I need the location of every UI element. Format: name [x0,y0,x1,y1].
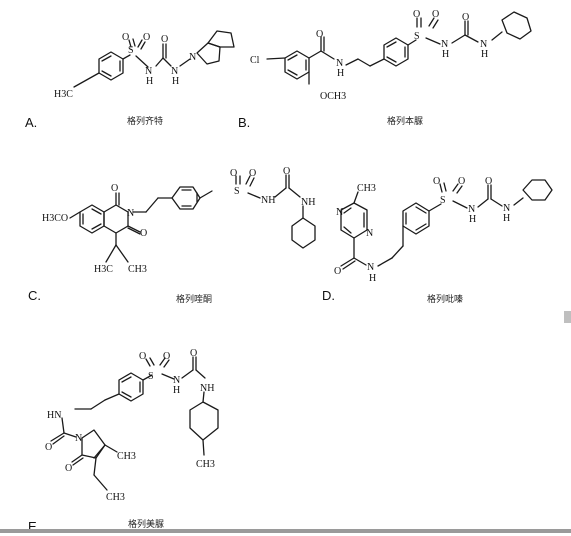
compound-b-letter: B. [238,115,251,130]
pyrazine-ring-d [340,202,368,239]
compound-c-letter: C. [28,288,41,303]
atom-ch3-c: CH3 [128,264,147,275]
structure-d: CH3 N N O N H S O O N [334,176,553,284]
bottom-divider [0,529,571,533]
atom-n-e2: N [75,433,82,444]
atom-nh-e: NH [200,383,214,394]
atom-h3c-a: H3C [54,89,73,100]
atom-o-b3: O [432,9,439,20]
atom-ch3-d: CH3 [357,183,376,194]
cyclohexane-ring-e [189,401,219,441]
structure-b: Cl O N H OCH3 S O O N H O N H [250,9,532,102]
cyclohexane-ring-b [501,11,532,40]
atom-och3-b: OCH3 [320,91,346,102]
atom-ch3-e3: CH3 [106,492,125,503]
atom-hn-e: HN [47,410,61,421]
structure-e: S O O N H O NH CH3 HN O N O CH3 CH3 [45,348,219,503]
atom-s-a: S [128,45,134,56]
atom-o-d3: O [458,176,465,187]
atom-o-c1: O [111,183,118,194]
atom-o-b1: O [316,29,323,40]
atom-nh-c1: NH [261,195,275,206]
atom-ch3-e1: CH3 [196,459,215,470]
structure-c: H3CO O O N H3C CH3 [42,166,316,275]
atom-n-d4: N [468,204,475,215]
cyclohexane-ring-d [522,179,553,201]
atom-o-c2: O [140,228,147,239]
atom-o-c3: O [230,168,237,179]
atom-o-c5: O [283,166,290,177]
atom-o-a2: O [143,32,150,43]
compound-d-letter: D. [322,288,335,303]
atom-o-d4: O [485,176,492,187]
compound-a-letter: A. [25,115,38,130]
atom-n-a3: N [189,52,196,63]
atom-n-b1: N [336,58,343,69]
atom-h-a2: H [172,76,179,87]
atom-n-b2: N [441,39,448,50]
atom-h3c-c: H3C [94,264,113,275]
atom-n-e1: N [173,375,180,386]
atom-o-d2: O [433,176,440,187]
atom-nh-c2: NH [301,197,315,208]
compound-d-name: 格列吡嗪 [426,295,464,305]
compound-a-name: 格列齐特 [126,117,164,127]
atom-h-d3: H [503,213,510,224]
atom-n-c1: N [127,208,134,219]
atom-o-e5: O [65,463,72,474]
atom-ch3-e2: CH3 [117,451,136,462]
atom-n-a2: N [171,66,178,77]
atom-o-e4: O [45,442,52,453]
pyrrolidine-ring-a [196,42,221,65]
atom-o-d1: O [334,266,341,277]
atom-n-d2: N [366,228,373,239]
cyclopentane-ring-a [207,30,235,48]
cyclohexane-ring-c [291,217,316,249]
pyrrolinone-ring-e [81,429,106,459]
atom-o-e2: O [163,351,170,362]
atom-s-d: S [440,195,446,206]
atom-h-d1: H [369,273,376,284]
atom-o-e3: O [190,348,197,359]
atom-n-b3: N [480,39,487,50]
benzene-ring-b [383,37,409,67]
lactam-ring-c [103,204,129,234]
atom-o-a3: O [161,34,168,45]
atom-cl-b: Cl [250,55,260,66]
atom-n-d3: N [367,262,374,273]
compound-c-name: 格列喹酮 [175,295,213,305]
atom-n-d1: N [336,207,343,218]
atom-o-b4: O [462,12,469,23]
compound-e-name: 格列美脲 [127,520,165,530]
atom-s-e: S [148,371,154,382]
atom-n-a1: N [145,66,152,77]
atom-h-b2: H [442,49,449,60]
compound-b-name: 格列本脲 [386,117,424,127]
atom-s-c: S [234,186,240,197]
atom-o-b2: O [413,9,420,20]
atom-h-a1: H [146,76,153,87]
atom-n-d5: N [503,203,510,214]
structure-a: S O O N H O N H N H3C [54,30,235,100]
atom-s-b: S [414,31,420,42]
atom-o-e1: O [139,351,146,362]
atom-o-a1: O [122,32,129,43]
atom-o-c4: O [249,168,256,179]
atom-h-b3: H [481,49,488,60]
edge-fragment [564,311,571,323]
atom-h3co-c: H3CO [42,213,68,224]
atom-h-b1: H [337,68,344,79]
atom-h-e1: H [173,385,180,396]
atom-h-d2: H [469,214,476,225]
